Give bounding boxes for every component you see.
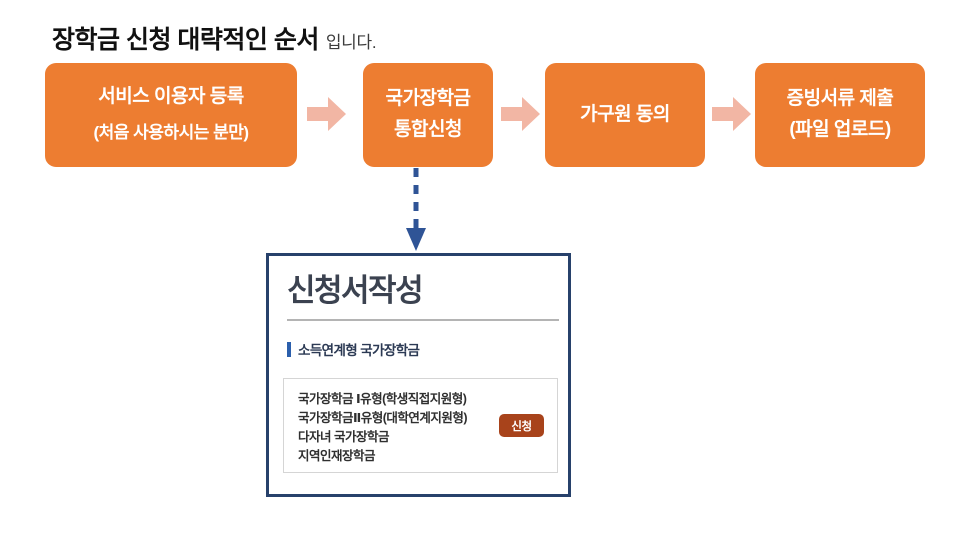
apply-button[interactable]: 신청 xyxy=(499,414,544,437)
flow-step-household-consent: 가구원 동의 xyxy=(545,63,705,167)
list-item[interactable]: 다자녀 국가장학금 xyxy=(298,430,389,444)
flow-step-service-registration: 서비스 이용자 등록 (처음 사용하시는 분만) xyxy=(45,63,297,167)
flow-step-1-line1: 서비스 이용자 등록 xyxy=(98,86,244,108)
page-title: 장학금 신청 대략적인 순서 입니다. xyxy=(52,20,377,56)
section-header-label: 소득연계형 국가장학금 xyxy=(298,343,420,358)
list-item[interactable]: 지역인재장학금 xyxy=(298,449,376,463)
page-title-suffix: 입니다. xyxy=(325,33,377,52)
flow-step-2-line2: 통합신청 xyxy=(394,119,462,140)
right-arrow-icon xyxy=(501,97,540,131)
list-item[interactable]: 국가장학금Ⅱ유형(대학연계지원형) xyxy=(298,411,468,425)
flow-step-3-line1: 가구원 동의 xyxy=(580,103,670,125)
flow-step-4-line1: 증빙서류 제출 xyxy=(786,88,894,110)
right-arrow-icon xyxy=(307,97,346,131)
panel-title: 신청서작성 xyxy=(287,273,424,308)
page-title-main: 장학금 신청 대략적인 순서 xyxy=(52,26,319,54)
flow-step-document-submission: 증빙서류 제출 (파일 업로드) xyxy=(755,63,925,167)
scholarship-list: 국가장학금 Ⅰ유형(학생직접지원형) 국가장학금Ⅱ유형(대학연계지원형) 다자녀… xyxy=(298,390,468,466)
application-form-panel: 신청서작성 소득연계형 국가장학금 국가장학금 Ⅰ유형(학생직접지원형) 국가장… xyxy=(266,253,571,497)
dashed-down-arrow-icon xyxy=(406,168,426,251)
flow-step-4-line2: (파일 업로드) xyxy=(789,119,891,140)
list-item[interactable]: 국가장학금 Ⅰ유형(학생직접지원형) xyxy=(298,392,467,406)
right-arrow-icon xyxy=(712,97,751,131)
panel-divider xyxy=(287,319,559,321)
scholarship-list-card: 국가장학금 Ⅰ유형(학생직접지원형) 국가장학금Ⅱ유형(대학연계지원형) 다자녀… xyxy=(283,378,558,473)
flow-step-2-line1: 국가장학금 xyxy=(385,88,471,110)
section-header: 소득연계형 국가장학금 xyxy=(287,339,420,359)
flow-step-1-line2: (처음 사용하시는 분만) xyxy=(93,123,249,143)
flow-step-scholarship-application: 국가장학금 통합신청 xyxy=(363,63,493,167)
section-accent-bar xyxy=(287,341,291,357)
